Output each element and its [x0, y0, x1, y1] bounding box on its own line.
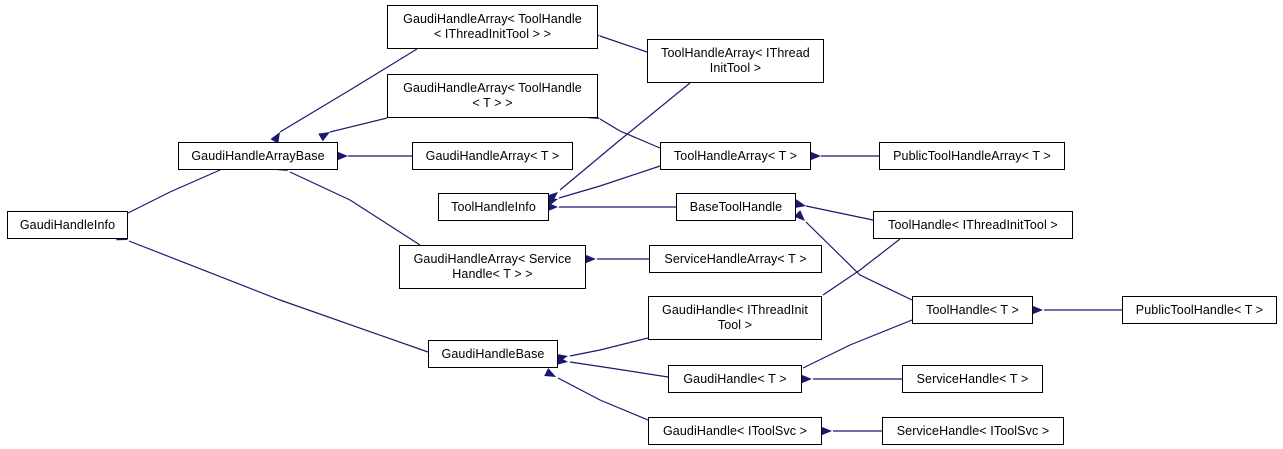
- arrowhead-icon: [544, 367, 556, 377]
- class-node-label: ToolHandleArray< T >: [673, 148, 798, 163]
- class-node-label: GaudiHandleBase: [441, 346, 545, 361]
- inheritance-edge: [1032, 305, 1122, 315]
- arrowhead-icon: [585, 254, 596, 264]
- arrowhead-icon: [556, 356, 568, 365]
- inheritance-edge: [276, 161, 421, 246]
- class-node-gaudihandle_ithreadinittool[interactable]: GaudiHandle< IThreadInit Tool >: [648, 296, 822, 340]
- inheritance-edge: [546, 82, 691, 203]
- class-node-gaudihandlebase[interactable]: GaudiHandleBase: [428, 340, 558, 368]
- class-node-toolhandle_t[interactable]: ToolHandle< T >: [912, 296, 1033, 324]
- class-node-label: GaudiHandleArrayBase: [191, 148, 325, 163]
- inheritance-edge: [556, 337, 649, 363]
- class-node-label: ToolHandle< IThreadInitTool >: [888, 217, 1058, 232]
- inheritance-edge: [546, 165, 661, 207]
- arrowhead-icon: [1032, 305, 1043, 315]
- class-node-tha_ithreadinittool[interactable]: ToolHandleArray< IThread InitTool >: [647, 39, 824, 83]
- class-node-basetoolhandle[interactable]: BaseToolHandle: [676, 193, 796, 221]
- arrowhead-icon: [810, 151, 821, 161]
- class-node-label: ToolHandle< T >: [926, 302, 1019, 317]
- arrowhead-icon: [546, 192, 558, 203]
- class-node-label: BaseToolHandle: [689, 199, 783, 214]
- inheritance-edge: [801, 374, 902, 384]
- class-node-toolhandleinfo[interactable]: ToolHandleInfo: [438, 193, 549, 221]
- inheritance-edge: [821, 426, 882, 436]
- class-node-label: GaudiHandleArray< ToolHandle < T > >: [403, 81, 582, 110]
- class-node-label: GaudiHandleArray< T >: [425, 148, 560, 163]
- class-node-label: PublicToolHandle< T >: [1135, 302, 1264, 317]
- class-node-label: GaudiHandleInfo: [19, 217, 116, 232]
- class-node-gaudihandle_t[interactable]: GaudiHandle< T >: [668, 365, 802, 393]
- inheritance-edge: [556, 356, 669, 378]
- inheritance-edge: [115, 169, 221, 224]
- class-node-servicehandle_itoolsvc[interactable]: ServiceHandle< IToolSvc >: [882, 417, 1064, 445]
- inheritance-edge: [585, 254, 649, 264]
- inheritance-edge: [793, 210, 913, 301]
- inheritance-edge: [544, 367, 649, 421]
- class-node-label: GaudiHandleArray< ToolHandle < IThreadIn…: [403, 12, 582, 41]
- class-node-label: ServiceHandle< IToolSvc >: [896, 423, 1050, 438]
- class-node-label: GaudiHandleArray< Service Handle< T > >: [413, 252, 572, 281]
- arrowhead-icon: [794, 199, 806, 209]
- arrowhead-icon: [547, 202, 558, 212]
- class-node-label: ServiceHandle< T >: [916, 371, 1029, 386]
- inheritance-edge: [116, 231, 429, 353]
- class-node-label: ToolHandleInfo: [451, 199, 536, 214]
- inheritance-edge: [270, 48, 418, 144]
- class-node-label: ToolHandleArray< IThread InitTool >: [661, 46, 810, 75]
- class-node-gaudihandleinfo[interactable]: GaudiHandleInfo: [7, 211, 128, 239]
- arrowhead-icon: [801, 374, 812, 384]
- class-node-sha_t[interactable]: ServiceHandleArray< T >: [649, 245, 822, 273]
- inheritance-edge: [547, 202, 676, 212]
- class-node-label: GaudiHandle< T >: [683, 371, 787, 386]
- inheritance-edge: [794, 199, 874, 221]
- inheritance-edge: [337, 151, 412, 161]
- arrowhead-icon: [821, 426, 832, 436]
- arrowhead-icon: [337, 151, 348, 161]
- inheritance-edge: [810, 238, 901, 306]
- class-node-gha_toolhandle_t[interactable]: GaudiHandleArray< ToolHandle < T > >: [387, 74, 598, 118]
- class-node-label: GaudiHandle< IThreadInit Tool >: [662, 303, 808, 332]
- class-node-label: PublicToolHandleArray< T >: [893, 148, 1051, 163]
- class-node-gha_servicehandle_t[interactable]: GaudiHandleArray< Service Handle< T > >: [399, 245, 586, 289]
- inheritance-edge: [810, 151, 879, 161]
- inheritance-edge: [318, 117, 388, 142]
- class-node-toolhandle_ithreadinittool[interactable]: ToolHandle< IThreadInitTool >: [873, 211, 1073, 239]
- class-node-gha_t[interactable]: GaudiHandleArray< T >: [412, 142, 573, 170]
- class-node-tha_t[interactable]: ToolHandleArray< T >: [660, 142, 811, 170]
- class-node-label: GaudiHandle< IToolSvc >: [662, 423, 808, 438]
- class-node-gha_toolhandle_ithreadinittool[interactable]: GaudiHandleArray< ToolHandle < IThreadIn…: [387, 5, 598, 49]
- arrowhead-icon: [270, 132, 280, 144]
- class-node-public_toolhandle_t[interactable]: PublicToolHandle< T >: [1122, 296, 1277, 324]
- arrowhead-icon: [318, 132, 330, 142]
- arrowhead-icon: [793, 210, 805, 221]
- class-node-servicehandle_t[interactable]: ServiceHandle< T >: [902, 365, 1043, 393]
- class-node-label: ServiceHandleArray< T >: [664, 251, 807, 266]
- class-node-public_tha_t[interactable]: PublicToolHandleArray< T >: [879, 142, 1065, 170]
- class-node-gaudihandle_itoolsvc[interactable]: GaudiHandle< IToolSvc >: [648, 417, 822, 445]
- class-node-gauditools_arraybase[interactable]: GaudiHandleArrayBase: [178, 142, 338, 170]
